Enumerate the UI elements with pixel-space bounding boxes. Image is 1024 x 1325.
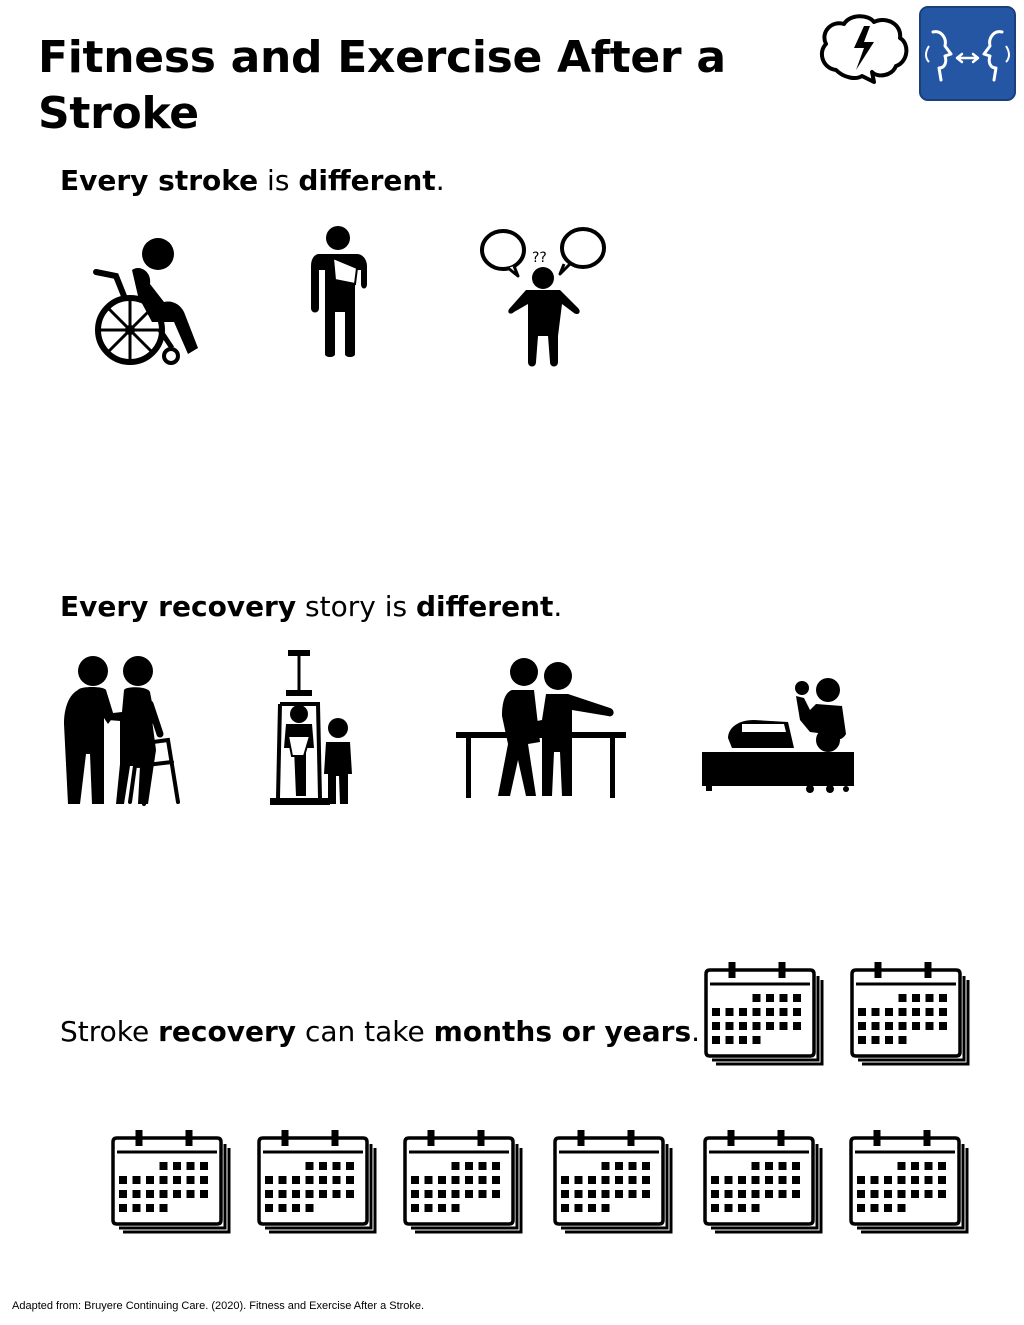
calendar-stack-icon [553,1130,673,1234]
body-weight-support-icon [270,650,352,805]
section-1-text-1: is [258,164,299,197]
calendar-stack-icon [849,1130,969,1234]
section-1-bold-2: different [298,164,436,197]
section-3-text-3: . [691,1015,701,1048]
arm-sling-person-icon [311,226,367,357]
confused-person-speech-bubbles-icon: ?? [480,227,606,367]
section-1-heading: Every stroke is different. [60,163,445,199]
footer-citation: Adapted from: Bruyere Continuing Care. (… [12,1300,425,1312]
section-1-text-2: . [435,164,445,197]
section-3-bold-2: months or years [433,1015,692,1048]
two-faces-communication-icon [919,6,1016,101]
section-2-heading: Every recovery story is different. [60,589,562,625]
bed-therapy-icon [702,678,854,793]
wheelchair-person-icon [93,238,198,365]
section-1-bold-1: Every stroke [60,164,259,197]
calendar-stack-icon [403,1130,523,1234]
walker-assist-icon [64,656,180,806]
calendar-stack-icon [111,1130,231,1234]
calendar-stack-icon [704,962,824,1066]
section-2-bold-2: different [415,590,554,623]
section-2-bold-1: Every recovery [60,590,297,623]
calendar-stack-icon [850,962,970,1066]
section-2-text-1: story is [296,590,416,623]
calendar-stack-icon [257,1130,377,1234]
parallel-bars-therapy-icon [456,658,626,798]
section-3-text-2: can take [296,1015,434,1048]
section-3-heading: Stroke recovery can take months or years… [60,1014,700,1050]
page-title: Fitness and Exercise After a Stroke [38,32,726,139]
section-3-text-1: Stroke [60,1015,159,1048]
calendar-stack-icon [703,1130,823,1234]
svg-text:??: ?? [532,250,547,266]
section-2-text-2: . [553,590,563,623]
section-3-bold-1: recovery [158,1015,297,1048]
brain-lightning-icon [819,14,909,84]
